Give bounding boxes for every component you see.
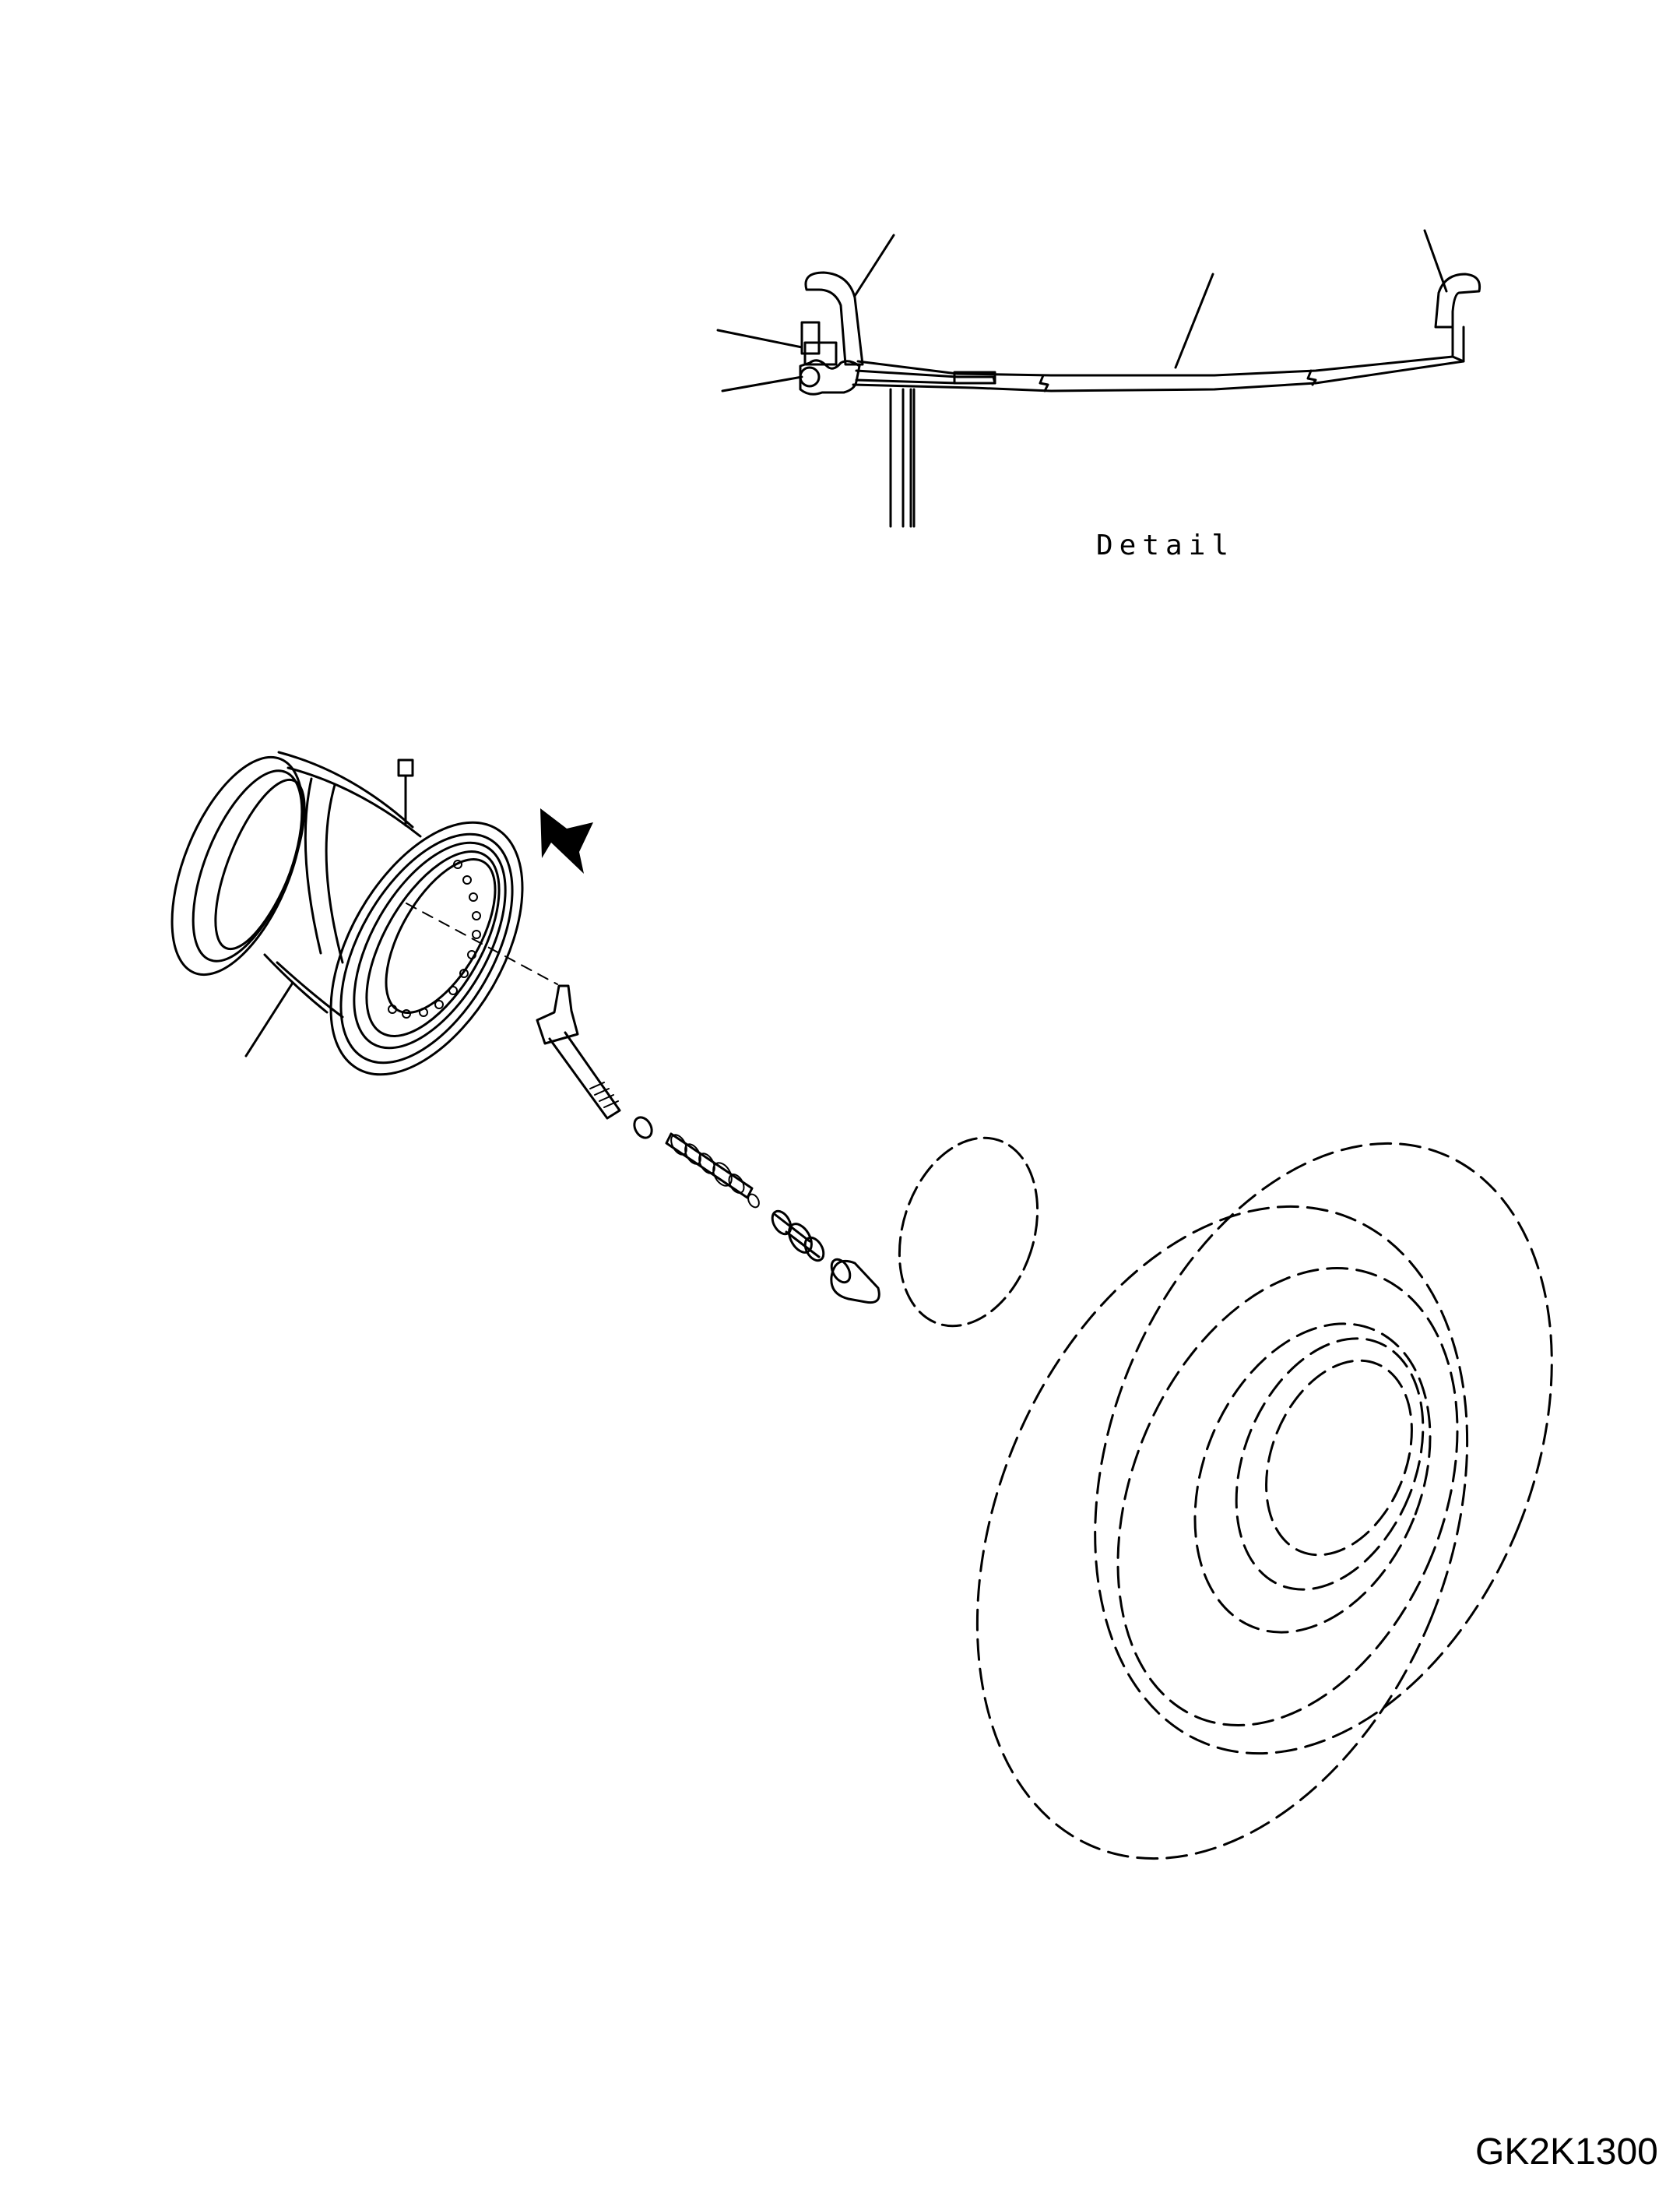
- gutter-section: [799, 359, 861, 396]
- leader-line-flange-left: [853, 234, 895, 297]
- valve-cap: [830, 1259, 880, 1304]
- tire-opening: [1265, 1359, 1413, 1557]
- tire-outer-back: [1094, 1142, 1553, 1755]
- tire-bead-outer: [1193, 1322, 1432, 1634]
- detail-section: [716, 229, 1481, 528]
- valve-parts: [406, 903, 880, 1304]
- rim-barrel-line-a: [304, 777, 322, 955]
- rim-barrel-bottom: [263, 953, 329, 1014]
- leader-line-rim: [244, 981, 294, 1058]
- valve-hose: [548, 1031, 621, 1120]
- tire-outer-front: [975, 1205, 1469, 1860]
- rim-base-bottom: [852, 360, 1465, 392]
- rim-assembly: [170, 751, 524, 1076]
- center-line: [406, 903, 558, 985]
- tire-sidewall: [1116, 1267, 1459, 1726]
- valve-core-rings: [670, 1134, 760, 1209]
- hub-bore: [385, 858, 497, 1014]
- arrow-icon: [540, 808, 593, 874]
- valve-core: [665, 1132, 754, 1199]
- lock-ring-seat: [803, 341, 838, 366]
- leader-line-lock-ring: [716, 329, 803, 349]
- leader-line-o-ring-detail: [721, 375, 803, 392]
- rim-break-mark-left: [1039, 374, 1049, 392]
- leader-line-flange-right: [1423, 229, 1448, 293]
- valve-stem: [536, 984, 579, 1045]
- rim-flange-wall-right: [1451, 326, 1465, 363]
- drawing-code: GK2K1300: [1475, 2131, 1658, 2173]
- tire-bead-inner: [1235, 1337, 1425, 1591]
- front-flange-mid: [339, 832, 514, 1065]
- valve-adapter: [771, 1209, 825, 1262]
- front-flange-bead: [365, 850, 501, 1037]
- side-flange-right: [1434, 273, 1481, 329]
- valve-thread: [589, 1082, 619, 1108]
- rear-flange-outer: [170, 755, 304, 977]
- front-flange-outer: [329, 821, 524, 1076]
- valve-cap-top: [830, 1258, 852, 1284]
- side-flange-left: [804, 271, 864, 366]
- valve-washer: [633, 1116, 653, 1139]
- rim-break-mark-right: [1306, 369, 1317, 386]
- rear-flange-bead: [214, 778, 306, 951]
- lock-ring: [800, 321, 821, 355]
- tire: [975, 1142, 1553, 1860]
- bolt-hole-ring: [388, 860, 481, 1019]
- detail-caption: Detail: [1096, 530, 1235, 561]
- clamp-plate: [953, 371, 996, 385]
- rim-barrel-top: [277, 751, 414, 829]
- rim-base-top: [856, 355, 1454, 377]
- front-flange-inner: [353, 841, 507, 1050]
- o-ring: [898, 1136, 1039, 1328]
- rim-barrel-line-b: [325, 783, 344, 964]
- leader-line-rim-base: [1174, 273, 1214, 369]
- o-ring-section: [799, 366, 821, 388]
- valve-plug: [397, 758, 414, 777]
- rim-barrel-bottom-2: [276, 961, 344, 1019]
